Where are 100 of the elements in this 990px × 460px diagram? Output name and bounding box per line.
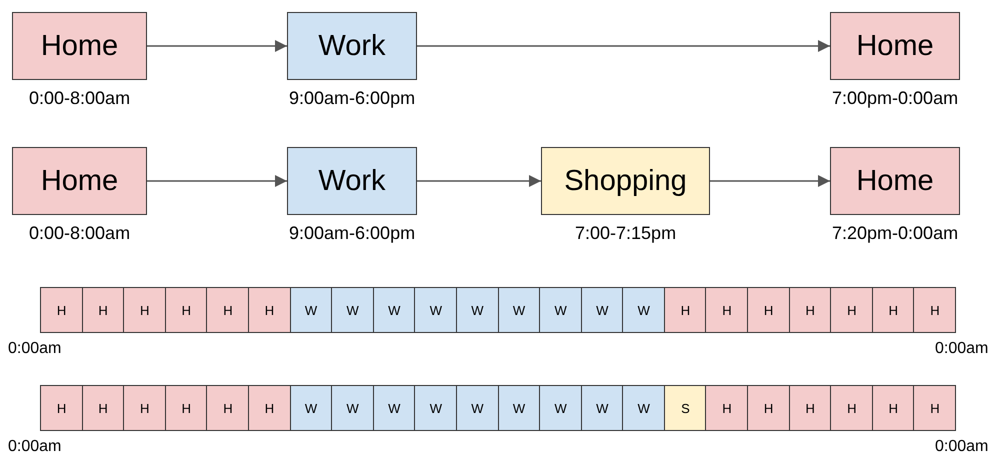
activity-label: W	[596, 400, 608, 416]
activity-label: H	[264, 302, 274, 318]
activity-label: H	[722, 302, 732, 318]
activity-label: H	[722, 400, 732, 416]
activity-label: W	[512, 302, 526, 318]
time-marker: 0:00am	[8, 438, 62, 456]
timeline-cell	[705, 287, 749, 333]
timeline-cell	[664, 385, 707, 431]
activity-label: W	[471, 400, 484, 416]
arrow	[417, 40, 830, 52]
timeline-cell	[913, 385, 956, 431]
timeline-cell	[580, 287, 624, 333]
time-range: 7:20pm-0:00am	[832, 223, 958, 244]
activity-label: S	[681, 400, 690, 416]
activity-label: W	[554, 400, 567, 416]
timeline-cell	[206, 385, 250, 431]
activity-label: H	[847, 302, 856, 318]
activity-label: H	[805, 302, 815, 318]
arrow	[710, 175, 830, 187]
timeline-cell	[40, 385, 84, 431]
timeline-cell	[372, 287, 416, 333]
timeline-cell	[164, 287, 208, 333]
activity-label: H	[930, 400, 940, 416]
timeline-cell	[747, 385, 790, 431]
time-marker: 0:00am	[935, 340, 988, 358]
activity-label: W	[346, 302, 359, 318]
timeline-cell	[456, 287, 499, 333]
activity-label: H	[182, 302, 191, 318]
activity-label: Work	[318, 164, 386, 198]
time-marker: 0:00am	[935, 438, 988, 456]
timeline-cell	[206, 287, 250, 333]
activity-label: H	[140, 400, 150, 416]
activity-label: W	[471, 302, 484, 318]
activity-box	[830, 12, 960, 80]
timeline-cell	[123, 385, 166, 431]
timeline-cell	[830, 287, 874, 333]
activity-label: H	[56, 400, 66, 416]
activity-label: H	[98, 302, 108, 318]
activity-label: H	[98, 400, 108, 416]
timeline-cell	[872, 287, 915, 333]
arrow	[147, 40, 287, 52]
activity-label: H	[847, 400, 856, 416]
timeline-cell	[705, 385, 749, 431]
activity-label: W	[638, 400, 650, 416]
activity-box	[12, 147, 147, 215]
arrow	[417, 175, 541, 187]
timeline-cell	[539, 287, 582, 333]
activity-label: W	[304, 302, 318, 318]
time-range: 0:00-8:00am	[29, 223, 130, 244]
activity-label: Shopping	[564, 164, 687, 198]
timeline-cell	[622, 385, 666, 431]
activity-label: H	[888, 400, 898, 416]
activity-box	[830, 147, 960, 215]
timeline-cell	[830, 385, 874, 431]
arrow	[147, 175, 287, 187]
timeline-cell	[123, 287, 166, 333]
timeline-cell	[622, 287, 666, 333]
activity-box	[287, 12, 417, 80]
timeline-cell	[788, 385, 832, 431]
activity-box	[287, 147, 417, 215]
activity-label: W	[388, 400, 400, 416]
activity-label: Work	[318, 30, 386, 62]
activity-box	[541, 147, 710, 215]
time-range: 9:00am-6:00pm	[289, 223, 416, 244]
activity-label: H	[182, 400, 191, 416]
activity-label: H	[223, 302, 233, 318]
activity-label: H	[888, 302, 898, 318]
time-range: 0:00-8:00am	[29, 88, 130, 109]
timeline-cell	[290, 385, 333, 431]
activity-label: H	[805, 400, 815, 416]
activity-label: W	[430, 302, 442, 318]
activity-label: H	[930, 302, 940, 318]
time-marker: 0:00am	[8, 340, 62, 358]
time-range: 7:00pm-0:00am	[832, 88, 958, 109]
activity-label: Home	[40, 30, 118, 62]
timeline-cell	[40, 287, 84, 333]
activity-label: Home	[40, 164, 118, 198]
activity-label: H	[223, 400, 233, 416]
activity-label: W	[388, 302, 400, 318]
activity-label: H	[140, 302, 150, 318]
timeline-cell	[331, 287, 374, 333]
activity-label: H	[764, 302, 774, 318]
timeline-cell	[872, 385, 915, 431]
activity-label: H	[764, 400, 774, 416]
time-range: 9:00am-6:00pm	[289, 88, 416, 109]
timeline-cell	[248, 385, 292, 431]
timeline-cell	[456, 385, 499, 431]
activity-box	[12, 12, 147, 80]
timeline-cell	[164, 385, 208, 431]
activity-label: W	[596, 302, 608, 318]
timeline-cell	[331, 385, 374, 431]
timeline-cell	[290, 287, 333, 333]
activity-label: W	[430, 400, 442, 416]
time-range: 7:00-7:15pm	[575, 223, 676, 244]
timeline-cell	[664, 287, 707, 333]
timeline-cell	[248, 287, 292, 333]
timeline-cell	[82, 287, 125, 333]
timeline-cell	[372, 385, 416, 431]
activity-label: H	[56, 302, 66, 318]
timeline-cell	[414, 287, 458, 333]
